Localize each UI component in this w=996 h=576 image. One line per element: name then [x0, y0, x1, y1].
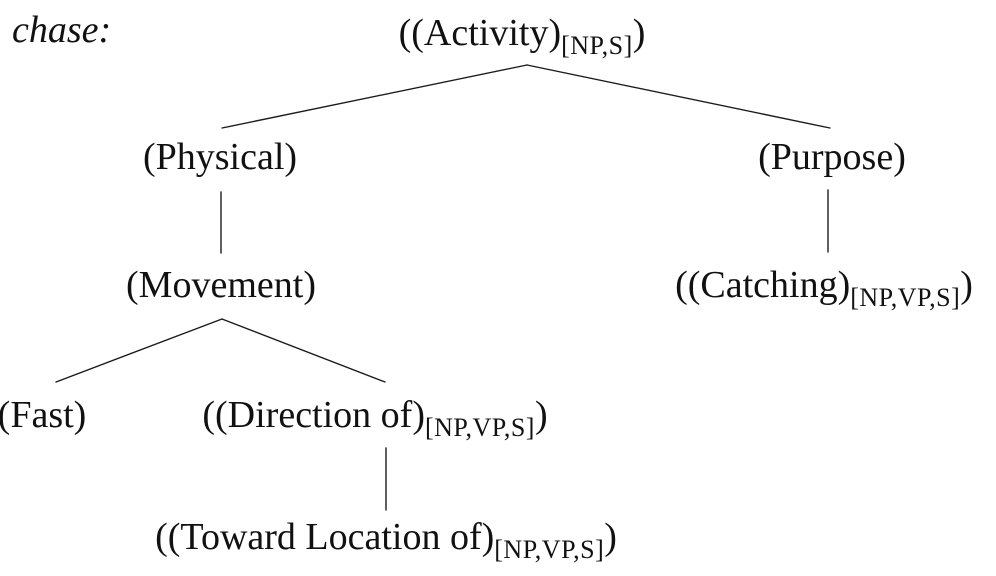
node-subcategorization-subscript: [NP,VP,S]	[494, 535, 605, 564]
node-label: ((Activity)	[398, 12, 562, 54]
node-closing-paren: )	[960, 264, 973, 306]
node-subcategorization-subscript: [NP,VP,S]	[850, 283, 961, 312]
tree-node-movement: (Movement)	[126, 266, 316, 304]
node-label: ((Toward Location of)	[155, 516, 495, 558]
tree-node-purpose: (Purpose)	[758, 138, 906, 176]
node-subcategorization-subscript: [NP,VP,S]	[424, 413, 535, 442]
tree-edge-activity-physical	[221, 64, 528, 129]
tree-node-direction: ((Direction of)[NP,VP,S])	[202, 396, 547, 441]
node-closing-paren: )	[604, 516, 617, 558]
diagram-title: chase:	[12, 9, 112, 51]
node-label: (Fast)	[0, 394, 87, 436]
tree-node-physical: (Physical)	[143, 138, 297, 176]
node-closing-paren: )	[534, 394, 548, 436]
node-label: (Movement)	[126, 264, 316, 306]
node-label: (Purpose)	[758, 136, 906, 178]
node-label: ((Catching)	[675, 264, 851, 306]
tree-node-toward: ((Toward Location of)[NP,VP,S])	[155, 518, 617, 563]
tree-edge-movement-fast	[55, 318, 223, 383]
tree-edge-movement-direction	[221, 318, 386, 383]
node-closing-paren: )	[632, 12, 646, 54]
tree-node-activity: ((Activity)[NP,S])	[399, 14, 646, 59]
tree-node-fast: (Fast)	[0, 396, 86, 434]
node-label: ((Direction of)	[202, 394, 425, 436]
node-subcategorization-subscript: [NP,S]	[561, 31, 633, 60]
tree-edge-activity-purpose	[526, 64, 831, 129]
node-label: (Physical)	[142, 136, 298, 178]
tree-node-catching: ((Catching)[NP,VP,S])	[675, 266, 973, 311]
